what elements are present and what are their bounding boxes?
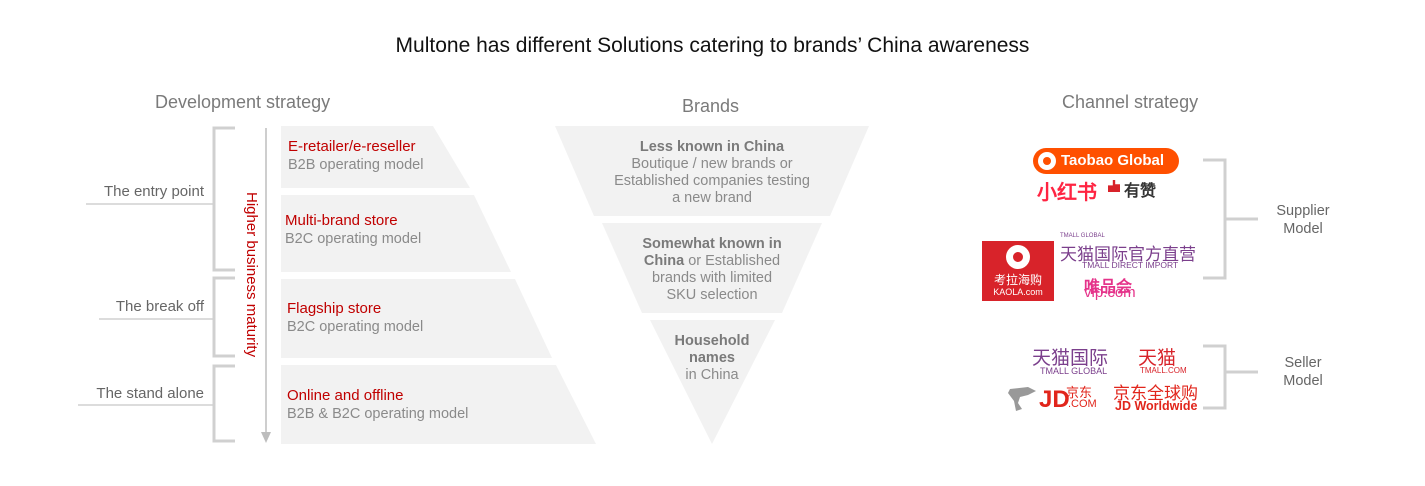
- seller-model-label: Seller Model: [1263, 354, 1343, 390]
- jd-logo: 京东 JD .COM: [1006, 381, 1106, 415]
- tmall-global-en: TMALL GLOBAL: [1040, 366, 1108, 376]
- jd-com: .COM: [1068, 398, 1097, 410]
- brand-1-line3: Established companies testing: [614, 173, 810, 189]
- entry-bracket: [212, 126, 235, 272]
- supplier-model-line1: Supplier: [1276, 203, 1330, 219]
- tier-4-subtitle: B2B & B2C operating model: [287, 406, 469, 422]
- tmall-global-cn: 天猫国际: [1032, 347, 1109, 369]
- xiaohongshu-logo: 小红书: [1037, 180, 1097, 204]
- breakoff-bracket: [212, 276, 235, 358]
- tier-1-title: E-retailer/e-reseller: [288, 138, 416, 155]
- brand-1-line2: Boutique / new brands or: [631, 156, 793, 172]
- tier-shape-1: [281, 126, 470, 188]
- side-label-breakoff: The break off: [115, 298, 204, 315]
- seller-model-line1: Seller: [1284, 355, 1322, 371]
- tier-shape-2: [281, 195, 511, 272]
- tmall-direct-cn: 天猫国际官方直营: [1060, 245, 1196, 265]
- channel-strategy-header: Channel strategy: [1062, 92, 1199, 112]
- tier-2-title: Multi-brand store: [285, 212, 398, 229]
- brand-2-line3: brands with limited: [651, 270, 773, 286]
- supplier-bracket: [1203, 158, 1227, 280]
- brand-1-heading: Less known in China: [639, 139, 785, 155]
- jd-en: JD: [1039, 386, 1070, 413]
- brand-shape-3: [650, 320, 775, 444]
- brand-shape-1: [555, 126, 869, 216]
- brand-2-china: China: [643, 253, 685, 269]
- page-title: Multone has different Solutions catering…: [395, 34, 1030, 57]
- jd-cn: 京东: [1066, 386, 1093, 401]
- brand-1-line4: a new brand: [672, 190, 752, 206]
- side-label-standalone: The stand alone: [96, 385, 204, 402]
- brand-3-heading-2: names: [689, 350, 735, 366]
- taobao-global-logo: Taobao Global: [1033, 148, 1179, 174]
- brand-3-line3: in China: [685, 367, 739, 383]
- jd-dog-icon: [1008, 387, 1036, 411]
- tmall-en: TMALL.COM: [1140, 366, 1187, 375]
- tier-3: Flagship store B2C operating model: [287, 300, 423, 335]
- development-strategy-header: Development strategy: [155, 92, 331, 112]
- seller-model-line2: Model: [1283, 373, 1323, 389]
- brand-shape-2: [602, 223, 822, 313]
- brand-3-heading-1: Household: [674, 333, 750, 349]
- brand-2-line4: SKU selection: [666, 287, 758, 303]
- jd-worldwide-en: JD Worldwide: [1115, 399, 1198, 413]
- tier-1-subtitle: B2B operating model: [288, 157, 424, 173]
- kaola-en: KAOLA.com: [993, 287, 1043, 297]
- tier-3-title: Flagship store: [287, 300, 382, 317]
- brand-2-established: or Established: [684, 253, 781, 269]
- tier-3-subtitle: B2C operating model: [287, 319, 424, 335]
- jd-worldwide-cn: 京东全球购: [1113, 384, 1198, 404]
- brand-level-3: Household names in China: [652, 333, 772, 384]
- side-label-entry: The entry point: [103, 183, 204, 200]
- kaola-logo: 考拉海购 KAOLA.com: [982, 241, 1054, 301]
- tier-shape-4: [281, 365, 596, 444]
- supplier-model-line2: Model: [1283, 221, 1323, 237]
- tmall-direct-en: TMALL DIRECT IMPORT: [1082, 260, 1179, 270]
- kaola-cn: 考拉海购: [993, 273, 1042, 287]
- seller-bracket: [1203, 344, 1227, 410]
- tier-4: Online and offline B2B & B2C operating m…: [287, 387, 468, 422]
- brand-2-heading: Somewhat known in: [642, 236, 782, 252]
- tier-2: Multi-brand store B2C operating model: [285, 212, 421, 247]
- standalone-bracket: [212, 364, 235, 443]
- brand-level-1: Less known in China Boutique / new brand…: [582, 139, 842, 207]
- tmall-cn: 天猫: [1138, 347, 1177, 369]
- vip-logo-en: vip.com: [1084, 284, 1136, 301]
- tier-shape-3: [281, 279, 552, 358]
- tier-2-subtitle: B2C operating model: [285, 231, 422, 247]
- youzan-logo: 有赞: [1124, 181, 1157, 200]
- taobao-label: Taobao Global: [1061, 152, 1165, 169]
- brand-level-2: Somewhat known in China or Established b…: [602, 236, 822, 304]
- maturity-label: Higher business maturity: [243, 192, 260, 358]
- vip-logo-cn: 唯品会: [1084, 277, 1133, 296]
- tier-1: E-retailer/e-reseller B2B operating mode…: [288, 138, 423, 173]
- tier-4-title: Online and offline: [287, 387, 404, 404]
- brands-header: Brands: [682, 96, 740, 116]
- supplier-model-label: Supplier Model: [1263, 202, 1343, 238]
- tmall-direct-small: TMALL GLOBAL: [1060, 233, 1105, 239]
